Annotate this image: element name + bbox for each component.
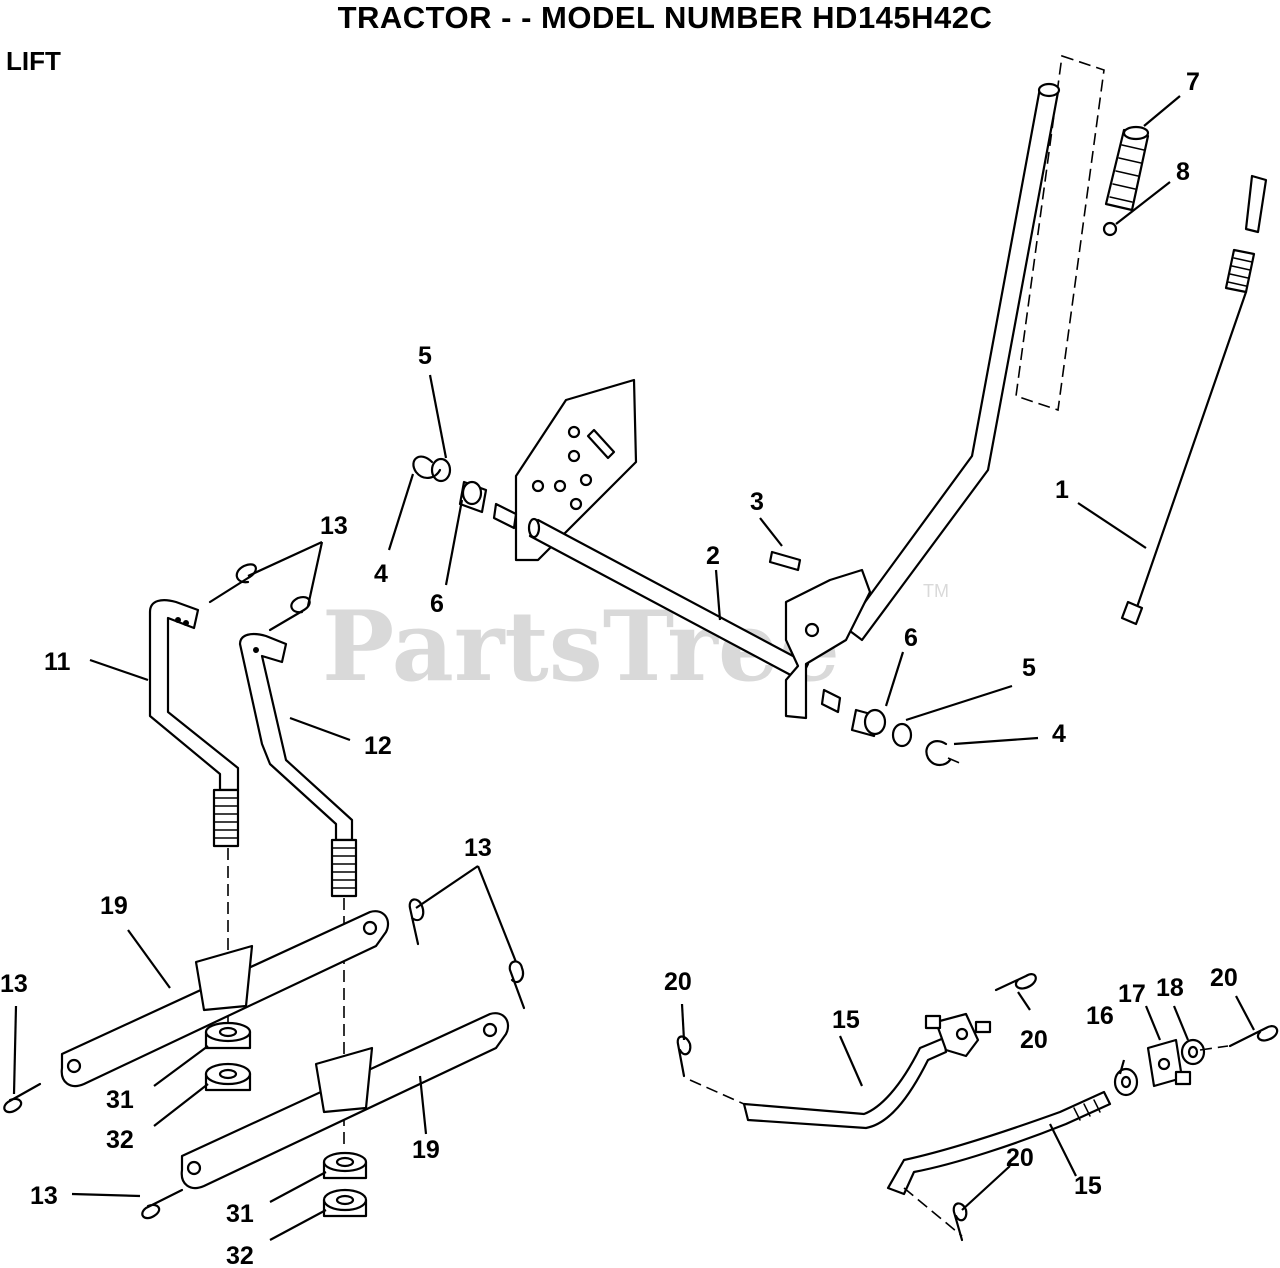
callout-1: 1 (1055, 476, 1069, 504)
callout-32: 32 (106, 1126, 134, 1154)
callout-32: 32 (226, 1242, 254, 1268)
callout-4: 4 (374, 560, 388, 588)
svg-text:TM: TM (923, 581, 949, 601)
washer-right (891, 722, 913, 748)
callout-2: 2 (706, 542, 720, 570)
callout-4: 4 (1052, 720, 1066, 748)
axis-line-right (947, 757, 963, 765)
bushing-left (458, 480, 488, 514)
spacer-upper (204, 1021, 252, 1050)
callout-20: 20 (1210, 964, 1238, 992)
callout-13: 13 (320, 512, 348, 540)
lift-shaft (492, 502, 810, 682)
section-label: LIFT (6, 46, 61, 76)
callout-13: 13 (0, 970, 28, 998)
trunnion-upper (924, 1012, 992, 1058)
callout-3: 3 (750, 488, 764, 516)
callout-11: 11 (44, 648, 71, 676)
cotter-pin (676, 973, 1279, 1242)
phantom-axis-lines (689, 1045, 1229, 1237)
adjustment-rod-lower (886, 1090, 1112, 1196)
handle-grip (1104, 125, 1150, 212)
mounting-plate (514, 378, 638, 562)
callout-8: 8 (1176, 158, 1190, 186)
grip-phantom-outline (1015, 54, 1105, 412)
trunnion-lower (1146, 1038, 1192, 1088)
callout-labels: 1 2 3 4 4 5 5 6 6 7 8 11 12 13 13 13 13 … (0, 68, 1238, 1268)
nut-lower (322, 1188, 368, 1218)
callout-18: 18 (1156, 974, 1184, 1002)
callout-12: 12 (364, 732, 392, 760)
nut-18 (1180, 1038, 1206, 1066)
diagram-title: TRACTOR - - MODEL NUMBER HD145H42C (337, 0, 993, 35)
callout-15: 15 (1074, 1172, 1102, 1200)
e-clip-left (412, 455, 442, 479)
leader-lines (12, 95, 1255, 1241)
callout-20: 20 (1020, 1026, 1048, 1054)
shaft-bracket (784, 568, 872, 720)
spring-pin (1102, 221, 1118, 237)
callout-31: 31 (226, 1200, 254, 1228)
callout-7: 7 (1186, 68, 1200, 96)
shaft-key (768, 550, 802, 572)
callout-17: 17 (1118, 980, 1146, 1008)
callout-15: 15 (832, 1006, 860, 1034)
release-rod (1120, 174, 1268, 626)
nut-upper (204, 1062, 252, 1092)
callout-16: 16 (1086, 1002, 1114, 1030)
callout-20: 20 (1006, 1144, 1034, 1172)
callout-19: 19 (412, 1136, 440, 1164)
callout-6: 6 (430, 590, 444, 618)
lift-link-left (148, 599, 240, 848)
lift-arm-upper (60, 910, 390, 1088)
lift-handle (844, 82, 1061, 642)
callout-20: 20 (664, 968, 692, 996)
e-clip-right (925, 740, 952, 767)
callout-19: 19 (100, 892, 128, 920)
bushing-right (850, 708, 887, 738)
callout-5: 5 (418, 342, 432, 370)
lift-arm-lower (180, 1012, 510, 1190)
hairpin-clip (3, 563, 526, 1220)
callout-5: 5 (1022, 654, 1036, 682)
lift-link-right (238, 633, 358, 898)
adjustment-rod-upper (742, 1036, 948, 1130)
callout-13: 13 (464, 834, 492, 862)
nut-16 (1113, 1067, 1139, 1097)
callout-31: 31 (106, 1086, 134, 1114)
spacer-lower (322, 1151, 368, 1180)
callout-13: 13 (30, 1182, 58, 1210)
callout-6: 6 (904, 624, 918, 652)
